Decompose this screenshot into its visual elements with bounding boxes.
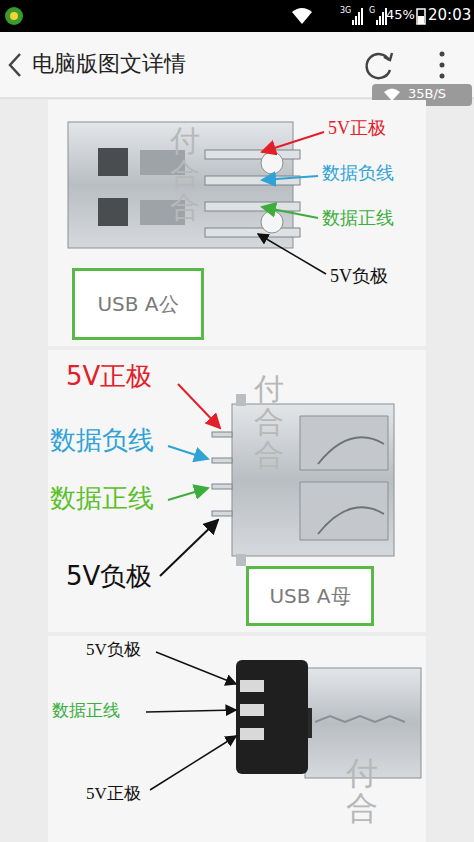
- pin-label: 数据负线: [322, 163, 394, 184]
- battery-level: 45%: [386, 8, 415, 23]
- box-title: USB A母: [269, 583, 350, 610]
- page-title: 电脑版图文详情: [32, 51, 186, 76]
- clock: 20:03: [428, 7, 471, 24]
- network-type: G: [369, 6, 375, 15]
- watermark: 付合合: [170, 124, 200, 223]
- pin-label: 5V负极: [66, 562, 152, 592]
- name-box: USB A母: [246, 566, 374, 626]
- pin-label: 数据正线: [322, 208, 394, 229]
- box-title: USB A公: [97, 291, 178, 318]
- pin-label: 5V正极: [328, 118, 386, 139]
- pin-label: 5V负极: [86, 640, 141, 660]
- pin-label: 数据正线: [52, 701, 120, 721]
- watermark: 付合合: [254, 372, 284, 471]
- pin-label: 数据正线: [50, 484, 154, 514]
- speed-badge: 35B/S: [408, 87, 446, 102]
- pin-label: 数据负线: [50, 426, 154, 456]
- pin-label: 5V正极: [86, 784, 141, 804]
- pin-label: 5V正极: [66, 362, 152, 392]
- network-type: 3G: [340, 6, 351, 15]
- watermark: 付合: [346, 756, 378, 826]
- name-box: USB A公: [72, 268, 204, 340]
- pin-label: 5V负极: [330, 266, 388, 287]
